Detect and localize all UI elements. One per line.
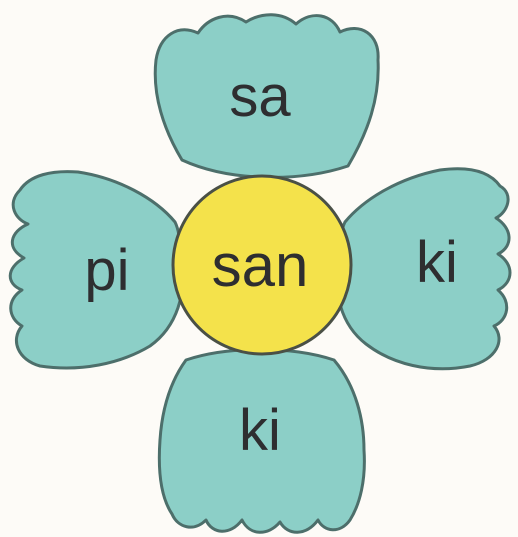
petal-bottom-shape — [159, 350, 364, 533]
petal-right-shape — [337, 169, 510, 369]
flower-center-shape — [173, 176, 351, 354]
petal-left-shape — [10, 172, 183, 368]
petal-top-shape — [155, 15, 378, 178]
